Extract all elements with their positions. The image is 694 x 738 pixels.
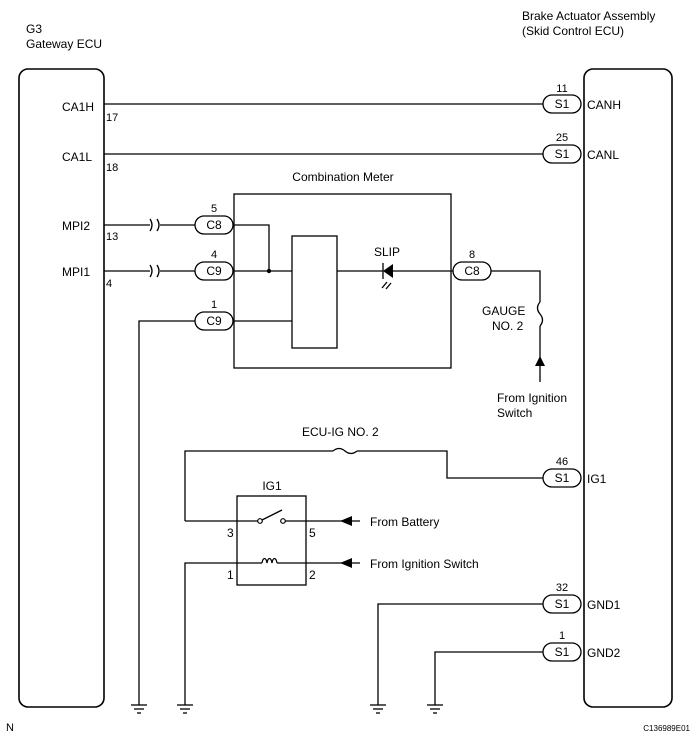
connector-s1-ig1: [542, 468, 582, 488]
wire-meter-ground: [138, 320, 195, 705]
connector-c8-slip-label: C8: [464, 264, 480, 278]
pin-canh-name: CANH: [587, 98, 621, 112]
junction-dot: [266, 268, 272, 274]
connector-c8-mpi2-label: C8: [206, 218, 222, 232]
wire-break-mpi2: [149, 218, 160, 232]
ecu-ig-fuse-icon: [332, 447, 358, 455]
connector-s1-gnd1-label: S1: [555, 597, 570, 611]
from-ign-1-line1: From Ignition: [497, 391, 567, 405]
relay-pin2: 2: [309, 568, 316, 582]
ground-symbol-gnd1: [370, 704, 386, 714]
connector-c8-mpi2-num: 5: [211, 203, 217, 215]
connector-s1-gnd2: [542, 642, 582, 662]
pin-gnd1-name: GND1: [587, 598, 621, 612]
connector-c9-mpi1-label: C9: [206, 264, 222, 278]
slip-label: SLIP: [374, 245, 400, 259]
pin-canh-num: 11: [556, 83, 567, 95]
wire-gnd2: [434, 651, 543, 705]
connector-c8-slip-num: 8: [469, 249, 475, 261]
pin-mpi2-name: MPI2: [62, 219, 90, 233]
relay-name: IG1: [262, 479, 282, 493]
relay-pin3: 3: [227, 526, 234, 540]
gauge-fuse-icon: [536, 301, 544, 327]
arrow-up-icon: [535, 356, 545, 366]
corner-letter: N: [6, 722, 14, 734]
arrow-left-icon-battery: [340, 516, 352, 526]
left-ecu-name: Gateway ECU: [26, 37, 102, 51]
pin-gnd1-num: 32: [556, 582, 568, 594]
wire-relay-pin1: [184, 562, 262, 705]
right-ecu-name-line2: (Skid Control ECU): [522, 24, 624, 38]
left-ecu-code: G3: [26, 22, 42, 36]
ground-symbol-relay: [177, 704, 193, 714]
arrow-left-icon-ign: [340, 558, 352, 568]
connector-s1-canh: [542, 94, 582, 114]
connector-s1-canl-label: S1: [555, 147, 570, 161]
from-battery-label: From Battery: [370, 515, 439, 529]
connector-s1-gnd1: [542, 594, 582, 614]
wire-gnd1: [377, 603, 543, 705]
wire-mpi2-internal: [233, 224, 270, 271]
from-ign-1-line2: Switch: [497, 406, 532, 420]
pin-gnd2-name: GND2: [587, 646, 621, 660]
connector-c9-gnd-num: 1: [211, 299, 217, 311]
figure-code: C136989E01: [643, 724, 690, 733]
combination-meter-title: Combination Meter: [292, 170, 393, 184]
pin-canl-num: 25: [556, 132, 568, 144]
connector-s1-ig1-label: S1: [555, 471, 570, 485]
pin-ca1l-num: 18: [106, 162, 118, 174]
ig1-relay-box: [236, 495, 307, 586]
wire-break-mpi1: [149, 264, 160, 278]
connector-s1-canl: [542, 144, 582, 164]
pin-canl-name: CANL: [587, 148, 619, 162]
pin-gnd2-num: 1: [559, 630, 565, 642]
relay-pin5: 5: [309, 526, 316, 540]
right-ecu-name-line1: Brake Actuator Assembly: [522, 9, 655, 23]
connector-c9-gnd-label: C9: [206, 314, 222, 328]
meter-inner-block: [291, 235, 338, 349]
pin-mpi1-name: MPI1: [62, 265, 90, 279]
gateway-ecu-box: [18, 68, 105, 708]
relay-pin1: 1: [227, 568, 234, 582]
wire-ecu-ig-right: [357, 450, 543, 479]
from-ign-2-label: From Ignition Switch: [370, 557, 479, 571]
connector-s1-gnd2-label: S1: [555, 645, 570, 659]
wire-gauge-top: [491, 270, 541, 302]
ecu-ig-fuse-label: ECU-IG NO. 2: [302, 425, 379, 439]
pin-mpi2-num: 13: [106, 231, 118, 243]
ground-symbol-gnd2: [427, 704, 443, 714]
combination-meter-box: [233, 193, 452, 369]
ground-symbol-meter: [131, 704, 147, 714]
pin-ca1l-name: CA1L: [62, 150, 92, 164]
gauge-fuse-line2: NO. 2: [492, 319, 524, 333]
pin-ca1h-num: 17: [106, 112, 118, 124]
connector-c9-mpi1-num: 4: [211, 249, 217, 261]
skid-control-ecu-box: [583, 68, 673, 708]
relay-switch-icon: [257, 509, 286, 524]
pin-mpi1-num: 4: [106, 278, 112, 290]
relay-coil-icon: [261, 557, 278, 564]
gauge-fuse-line1: GAUGE: [482, 304, 525, 318]
wire-ecu-ig-left: [184, 450, 333, 521]
slip-led-icon: [381, 263, 393, 290]
connector-s1-canh-label: S1: [555, 97, 570, 111]
pin-ig1-name: IG1: [587, 472, 607, 486]
pin-ig1-num: 46: [556, 456, 568, 468]
pin-ca1h-name: CA1H: [62, 100, 94, 114]
